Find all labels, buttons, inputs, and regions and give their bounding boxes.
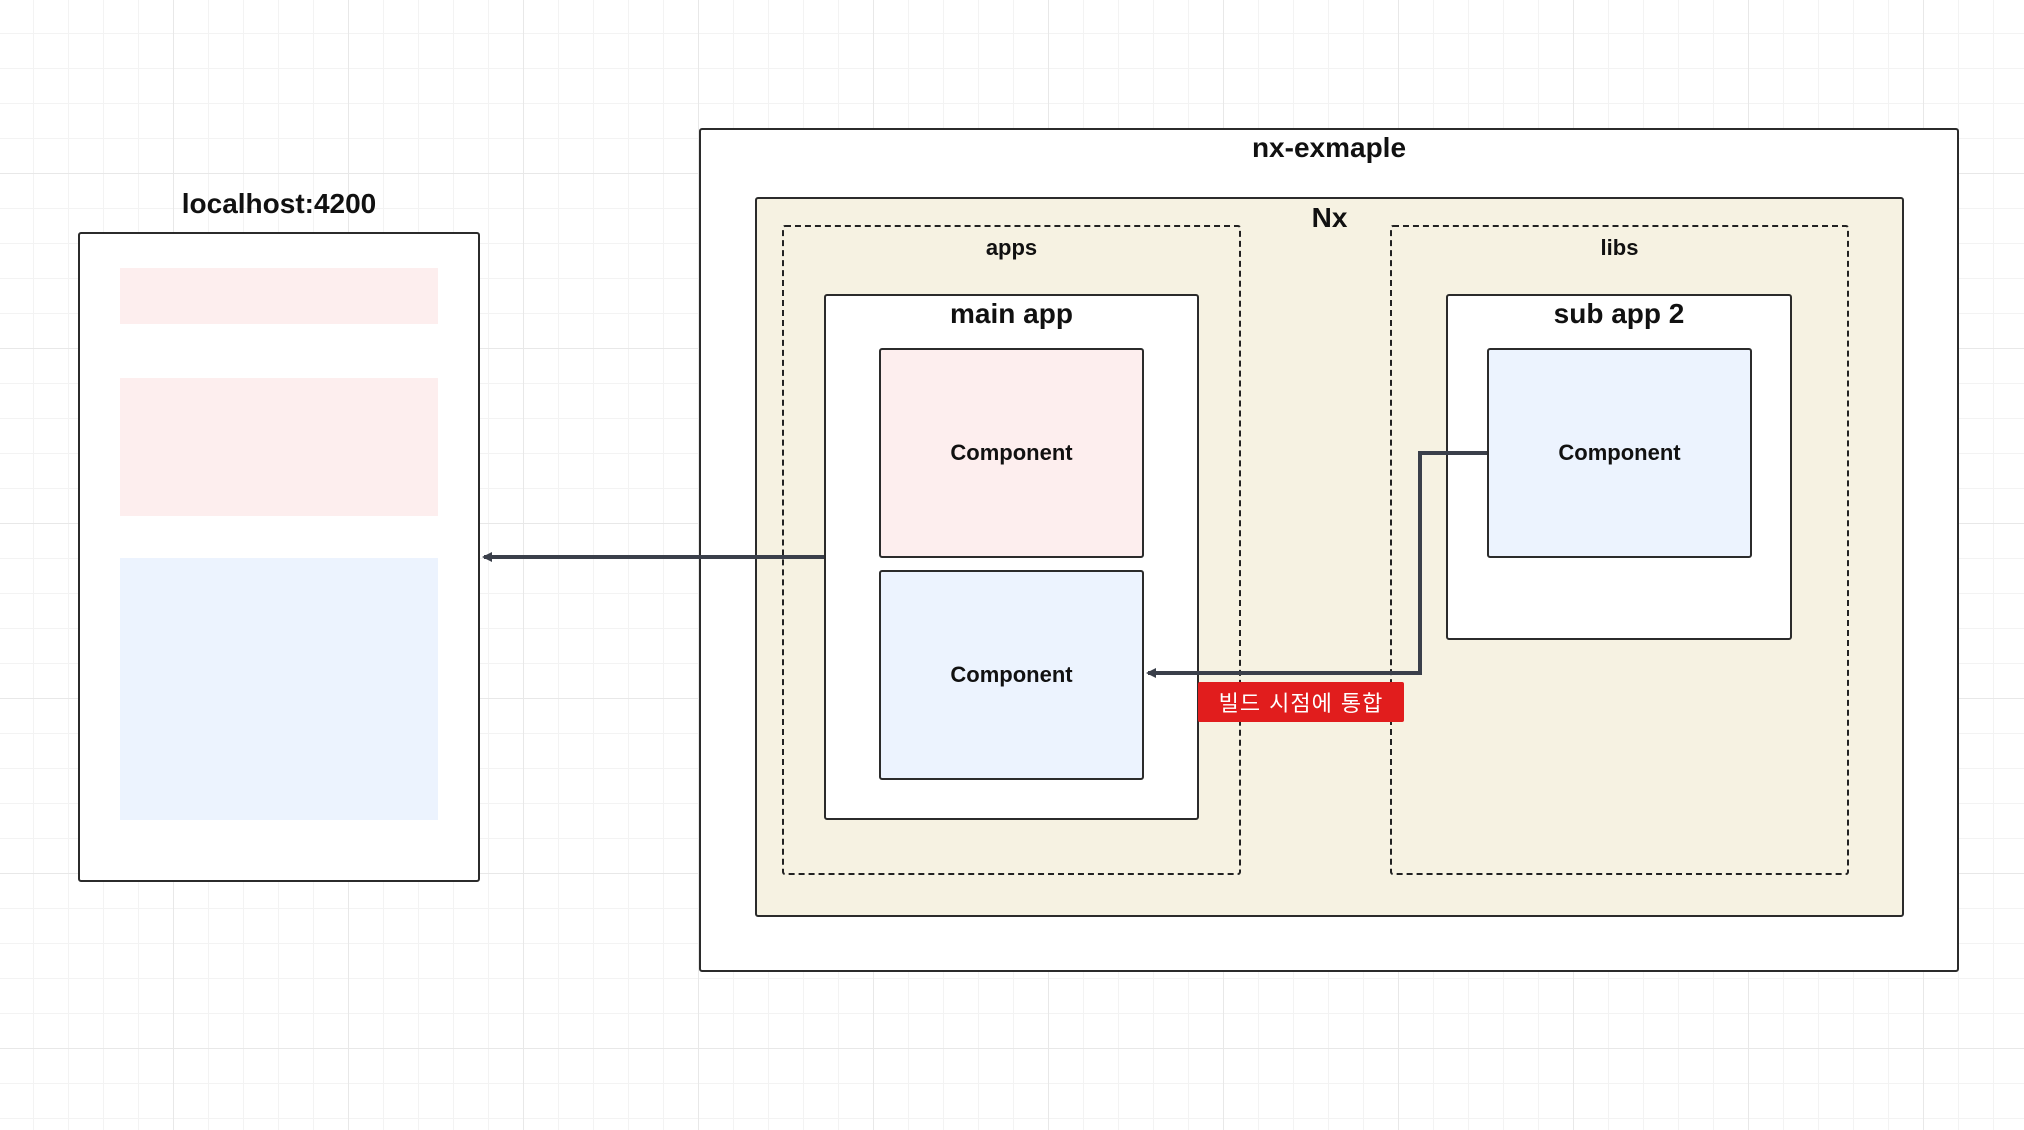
browser-header-block [120, 268, 438, 324]
component-label: Component [950, 662, 1073, 687]
browser-title: localhost:4200 [181, 188, 377, 219]
build-integration-label: 빌드 시점에 통합 [1198, 682, 1404, 722]
browser-frame[interactable] [78, 232, 480, 882]
sub-app-title: sub app 2 [1553, 298, 1685, 329]
repo-title: nx-exmaple [1251, 132, 1407, 163]
sub-app-component[interactable]: Component [1487, 348, 1752, 558]
libs-title: libs [1600, 235, 1639, 260]
main-app-component-top[interactable]: Component [879, 348, 1144, 558]
apps-title: apps [985, 235, 1038, 260]
component-label: Component [950, 440, 1073, 465]
browser-content-block [120, 378, 438, 516]
browser-main-block [120, 558, 438, 820]
main-app-component-bottom[interactable]: Component [879, 570, 1144, 780]
component-label: Component [1558, 440, 1681, 465]
nx-title: Nx [1311, 202, 1348, 233]
main-app-title: main app [950, 298, 1073, 329]
